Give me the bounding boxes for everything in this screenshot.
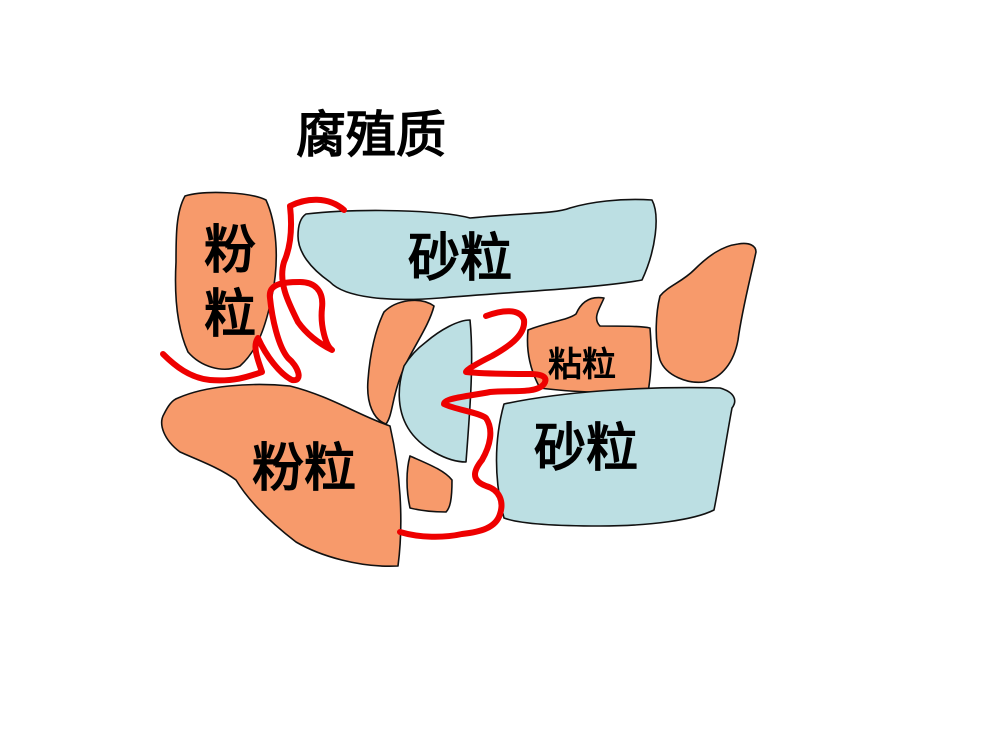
title-humus: 腐殖质 [296,105,446,164]
humus-binding-line-upper-left [160,196,347,384]
sand-crescent-middle [398,319,473,463]
label-sand-bottom: 砂粒 [534,418,638,479]
silt-particle-bottom [160,383,402,568]
humus-binding-line-center [397,308,549,540]
label-silt-top-left-line1: 粉 [204,220,256,281]
label-silt-bottom: 粉粒 [252,438,356,499]
silt-particle-right [655,242,757,384]
label-clay: 粘粒 [548,345,616,385]
sand-particle-top [297,198,657,301]
sand-particle-bottom [495,386,736,527]
silt-sliver-middle [366,299,435,425]
silt-particle-top-left [174,191,278,370]
label-sand-top: 砂粒 [408,228,512,289]
label-silt-top-left-line2: 粒 [204,284,256,345]
clay-particle [526,296,653,394]
silt-sliver-lower [406,455,453,513]
